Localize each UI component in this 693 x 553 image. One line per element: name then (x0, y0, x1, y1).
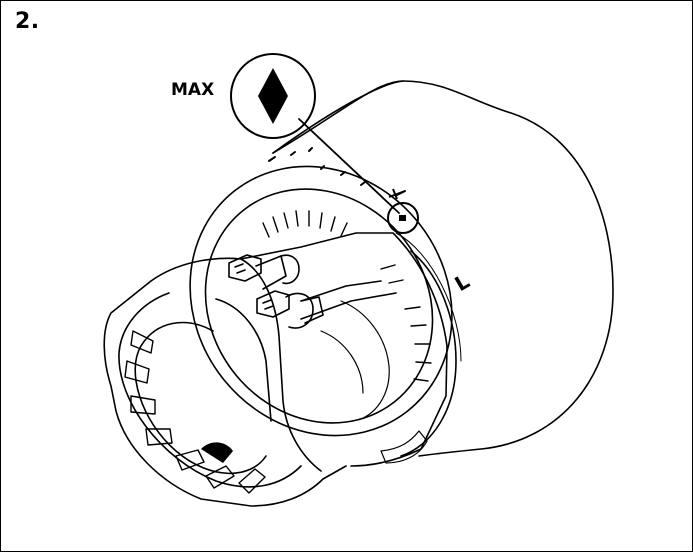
clamp-teeth (125, 331, 265, 493)
clamp-body (104, 233, 447, 506)
vent-slots (263, 211, 431, 381)
dial-marker-dot-icon (399, 215, 406, 221)
cylinder-body (273, 81, 613, 456)
inner-chamber (321, 301, 427, 463)
clamp-screw-top (229, 255, 299, 289)
clamp-screw-bottom (257, 291, 323, 328)
diamond-icon (258, 68, 288, 124)
dial-marker-circle (388, 203, 418, 233)
dial-marker-tick (389, 189, 405, 199)
step-number: 2. (15, 9, 40, 34)
max-callout-label: MAX (171, 80, 215, 100)
dial-letter-mark: L (450, 269, 473, 296)
flange-ring (136, 114, 505, 489)
callout-leader-line (299, 119, 399, 213)
max-callout-circle (231, 54, 315, 138)
